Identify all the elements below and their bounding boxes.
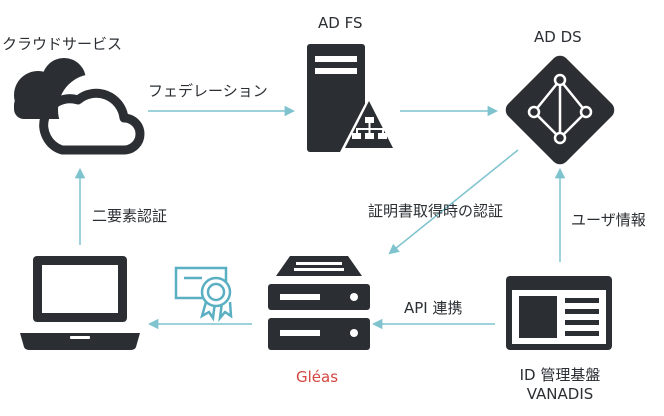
arrow-adds-to-gleas xyxy=(388,149,519,255)
vanadis-label-line1: ID 管理基盤 xyxy=(519,366,601,384)
adds-label: AD DS xyxy=(534,28,582,46)
vanadis-label-line2: VANADIS xyxy=(526,385,594,403)
arrows xyxy=(74,105,566,330)
cert-auth-label: 証明書取得時の認証 xyxy=(368,202,504,220)
id-card-icon xyxy=(506,276,612,350)
vanadis-label: ID 管理基盤 VANADIS xyxy=(500,366,620,404)
federation-label: フェデレーション xyxy=(148,82,268,100)
cloud-service-label: クラウドサービス xyxy=(2,35,123,53)
two-factor-label: 二要素認証 xyxy=(92,207,168,225)
cloud-icon xyxy=(14,58,145,155)
api-label: API 連携 xyxy=(404,299,463,317)
gleas-label: Gléas xyxy=(296,368,339,386)
laptop-icon xyxy=(20,256,140,350)
user-info-label: ユーザ情報 xyxy=(571,211,646,229)
adfs-label: AD FS xyxy=(318,14,363,32)
server-tower-icon xyxy=(307,44,398,152)
rack-server-icon xyxy=(268,256,370,350)
directory-diamond-icon xyxy=(505,55,615,165)
certificate-icon xyxy=(174,266,233,323)
